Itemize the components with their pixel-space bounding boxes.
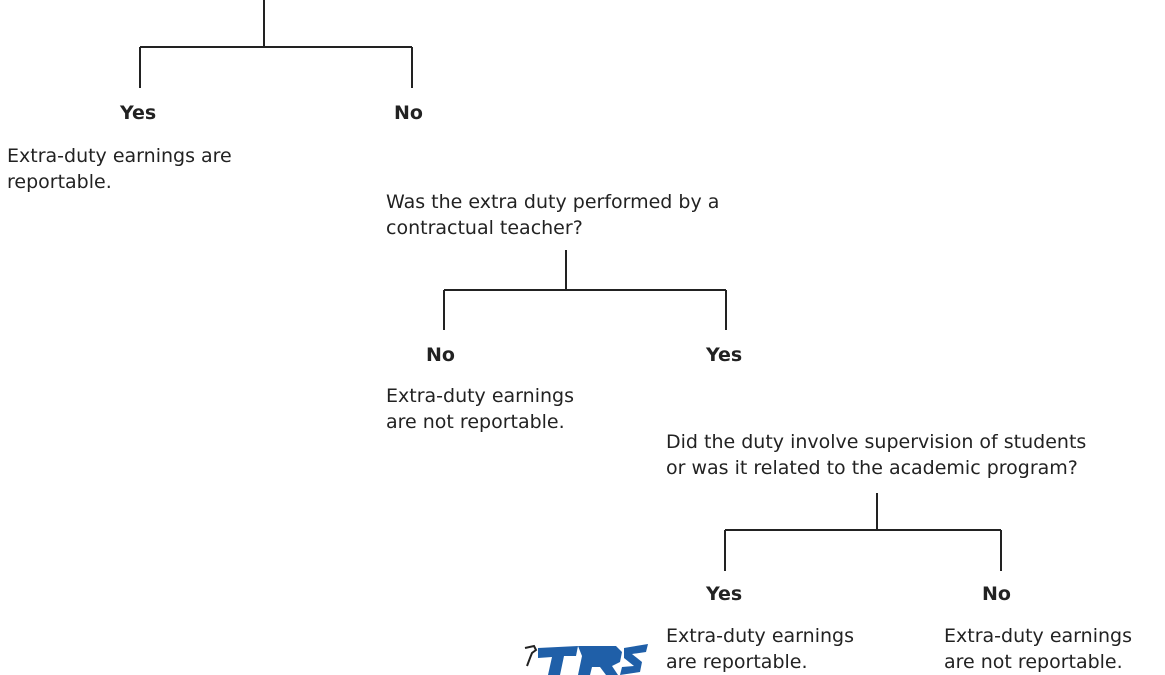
supervision-yes-outcome: Extra-duty earnings are reportable. <box>666 625 854 673</box>
trs-logo <box>524 644 648 675</box>
logo-letter-r-icon <box>578 646 622 675</box>
question-contractual-teacher: Was the extra duty performed by a contra… <box>386 191 720 239</box>
contractual-yes-label: Yes <box>706 344 743 366</box>
top-yes-label: Yes <box>120 102 157 124</box>
texas-outline-icon <box>524 644 538 667</box>
supervision-yes-label: Yes <box>706 583 743 605</box>
logo-letter-t-icon <box>538 646 578 675</box>
question-supervision: Did the duty involve supervision of stud… <box>666 431 1087 479</box>
top-no-label: No <box>394 102 423 124</box>
top-yes-outcome: Extra-duty earnings are reportable. <box>7 145 232 193</box>
supervision-no-outcome: Extra-duty earnings are not reportable. <box>944 625 1132 673</box>
logo-letter-s-icon <box>620 644 648 675</box>
contractual-no-outcome: Extra-duty earnings are not reportable. <box>386 385 574 433</box>
contractual-no-label: No <box>426 344 455 366</box>
supervision-no-label: No <box>982 583 1011 605</box>
